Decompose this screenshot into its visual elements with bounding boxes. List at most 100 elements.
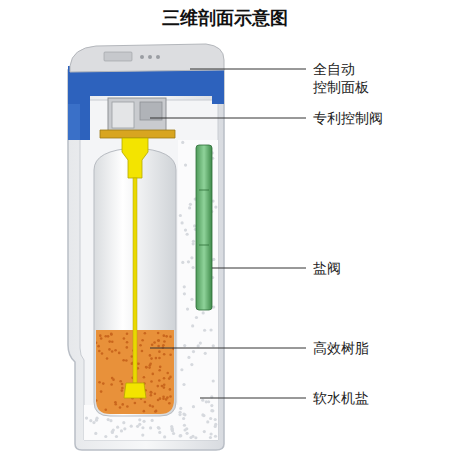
resin-bead [141, 350, 144, 353]
salt-grain [190, 256, 193, 259]
resin-bead [168, 377, 171, 380]
resin-bead [121, 387, 124, 390]
resin-bead [95, 399, 98, 402]
salt-grain [192, 350, 195, 353]
resin-bead [106, 357, 109, 360]
salt-grain [187, 260, 190, 263]
salt-grain [210, 432, 213, 435]
salt-grain [109, 419, 112, 422]
salt-grain [95, 417, 98, 420]
resin-bead [121, 403, 124, 406]
salt-grain [188, 206, 191, 209]
resin-bead [157, 339, 160, 342]
resin-bead [165, 398, 168, 401]
salt-grain [209, 436, 212, 439]
resin-bead [153, 341, 156, 344]
resin-bead [111, 340, 114, 343]
salt-grain [183, 285, 186, 288]
cavity [80, 100, 218, 440]
salt-grain [182, 412, 185, 415]
center-pipe [133, 178, 137, 383]
salt-grain [201, 399, 204, 402]
resin-bead [97, 345, 100, 348]
resin-bead [154, 393, 157, 396]
resin-bead [126, 332, 129, 335]
lid [70, 44, 224, 72]
resin-bead [110, 333, 113, 336]
salt-granules [84, 140, 218, 440]
resin-bead [125, 359, 128, 362]
salt-grain [209, 328, 212, 331]
salt-grain [194, 436, 197, 439]
resin-bead [157, 332, 160, 335]
resin-bead [150, 357, 153, 360]
resin-bead [155, 357, 158, 360]
salt-grain [163, 435, 166, 438]
part-label: 全自动 控制面板 [312, 60, 374, 96]
resin-bead [126, 405, 129, 408]
resin-bead [110, 333, 113, 336]
resin-bead [163, 377, 166, 380]
salt-grain [201, 413, 204, 416]
salt-grain [189, 436, 192, 439]
resin-bead [107, 335, 110, 338]
resin-bead [144, 401, 147, 404]
resin-bead [119, 406, 122, 409]
salt-grain [183, 344, 186, 347]
resin-bead [157, 399, 160, 402]
resin-bead [141, 339, 144, 342]
salt-grain [186, 307, 189, 310]
part-label: 盐阀 [312, 259, 342, 277]
salt-grain [199, 341, 202, 344]
part-label: 软水机盐 [312, 389, 370, 407]
salt-grain [104, 435, 107, 438]
salt-grain [183, 413, 186, 416]
salt-grain [89, 419, 92, 422]
salt-grain [192, 266, 195, 269]
resin-bead [111, 350, 114, 353]
lower-distributor [124, 383, 146, 398]
salt-grain [170, 425, 173, 428]
salt-grain [122, 421, 125, 424]
resin-bead [100, 337, 103, 340]
resin-bead [150, 394, 153, 397]
salt-grain [94, 432, 97, 435]
upper-distributor [122, 138, 148, 178]
salt-grain [190, 298, 193, 301]
resin-bead [95, 342, 98, 345]
salt-grain [149, 426, 152, 429]
salt-grain [92, 421, 95, 424]
resin-bead [122, 359, 125, 362]
resin-bead [148, 366, 151, 369]
resin-bead [126, 346, 129, 349]
resin-bead [156, 385, 159, 388]
salt-grain [179, 434, 182, 437]
salt-grain [141, 426, 144, 429]
salt-grain [141, 433, 144, 436]
salt-grain [115, 435, 118, 438]
resin-bead [155, 410, 158, 413]
resin-bead [158, 350, 161, 353]
resin-bead [157, 345, 160, 348]
salt-grain [183, 424, 186, 427]
salt-grain [123, 427, 126, 430]
salt-grain [197, 344, 200, 347]
salt-grain [202, 414, 205, 417]
salt-grain [183, 428, 186, 431]
resin-bead [158, 357, 161, 360]
resin-bead [126, 341, 129, 344]
resin-bead [151, 405, 154, 408]
salt-grain [179, 407, 182, 410]
resin-bead [161, 385, 164, 388]
resin-bead [163, 384, 166, 387]
valve-gear [100, 130, 175, 138]
salt-grain [179, 411, 182, 414]
resin-bead [104, 335, 107, 338]
resin-bead [119, 380, 122, 383]
part-label: 专利控制阀 [312, 109, 384, 127]
salt-grain [157, 427, 160, 430]
resin-bead [169, 395, 172, 398]
resin-bead [114, 403, 117, 406]
control-valve [108, 98, 166, 134]
salt-grain [112, 428, 115, 431]
